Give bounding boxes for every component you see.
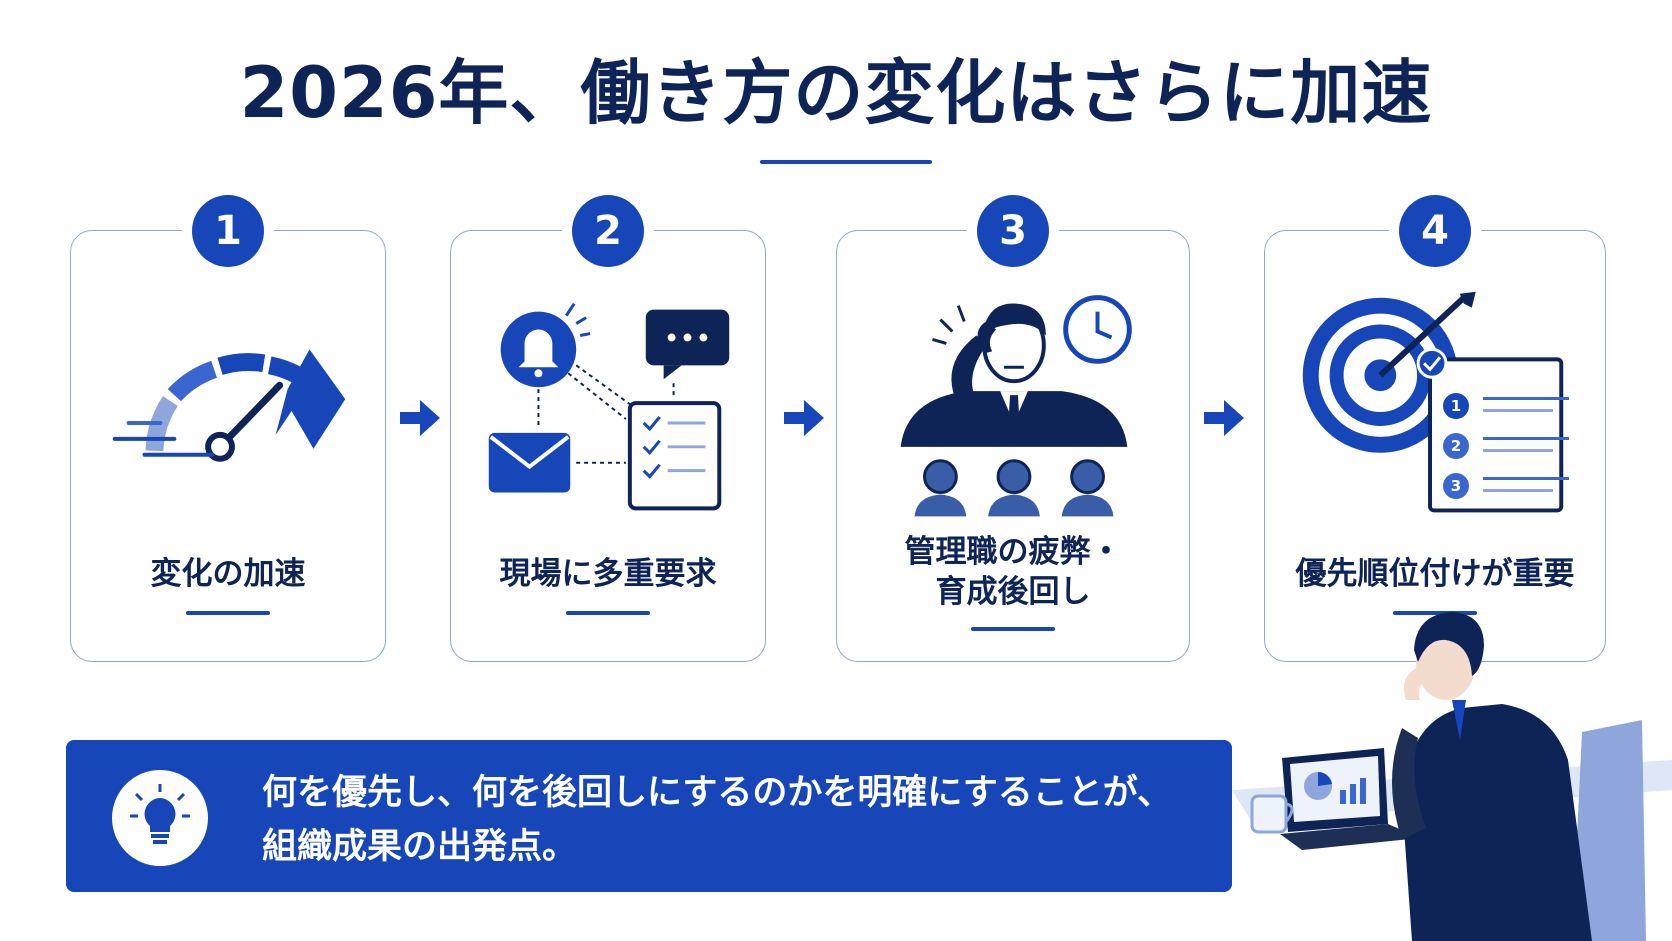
lightbulb-icon xyxy=(130,784,190,844)
checklist-number-badge: 1 xyxy=(1443,393,1469,419)
checklist-item-2: 2 xyxy=(1443,431,1593,461)
step-card-3: 3 管理職の疲弊・ 育成後回し xyxy=(836,195,1190,662)
step-card-1: 1 変化の加速 xyxy=(70,195,386,662)
step-label-line2: 育成後回し xyxy=(935,574,1091,610)
checklist-item-1: 1 xyxy=(1443,391,1593,421)
speedometer-icon xyxy=(112,349,346,462)
arrow-right-icon xyxy=(1204,400,1244,436)
key-message-line1: 何を優先し、何を後回しにするのかを明確にすることが、 xyxy=(262,773,1173,813)
step-underline xyxy=(971,627,1055,631)
key-message: 何を優先し、何を後回しにするのかを明確にすることが、 組織成果の出発点。 xyxy=(262,766,1222,874)
step-label: 現場に多重要求 xyxy=(499,556,717,592)
step-number-badge: 2 xyxy=(572,195,644,267)
notifications-icon xyxy=(488,302,730,511)
step-card-4: 4 1 2 3 優先順位付けが重要 xyxy=(1264,195,1606,662)
step-number-badge: 4 xyxy=(1399,195,1471,267)
step-number-badge: 1 xyxy=(192,195,264,267)
step-number-badge: 3 xyxy=(977,195,1049,267)
step-label-line1: 管理職の疲弊・ xyxy=(904,534,1122,570)
step-card-2: 2 現場に多重要求 xyxy=(450,195,766,662)
checklist-number-badge: 3 xyxy=(1443,473,1469,499)
step-label: 優先順位付けが重要 xyxy=(1295,556,1575,592)
key-message-line2: 組織成果の出発点。 xyxy=(262,827,578,867)
key-message-banner: 何を優先し、何を後回しにするのかを明確にすることが、 組織成果の出発点。 xyxy=(66,740,1232,892)
step-label: 変化の加速 xyxy=(150,556,306,592)
checklist-item-3: 3 xyxy=(1443,471,1593,501)
lightbulb-icon-container xyxy=(112,770,208,866)
checklist-number-badge: 2 xyxy=(1443,433,1469,459)
stressed-manager-icon xyxy=(900,295,1132,517)
page-title: 2026年、働き方の変化はさらに加速 xyxy=(239,52,1433,134)
arrow-right-icon xyxy=(784,400,824,436)
step-underline xyxy=(186,611,270,615)
step-underline xyxy=(566,611,650,615)
thinking-businessman-illustration xyxy=(1232,612,1672,941)
title-underline xyxy=(760,160,932,164)
step-underline xyxy=(1393,611,1477,615)
arrow-right-icon xyxy=(400,400,440,436)
